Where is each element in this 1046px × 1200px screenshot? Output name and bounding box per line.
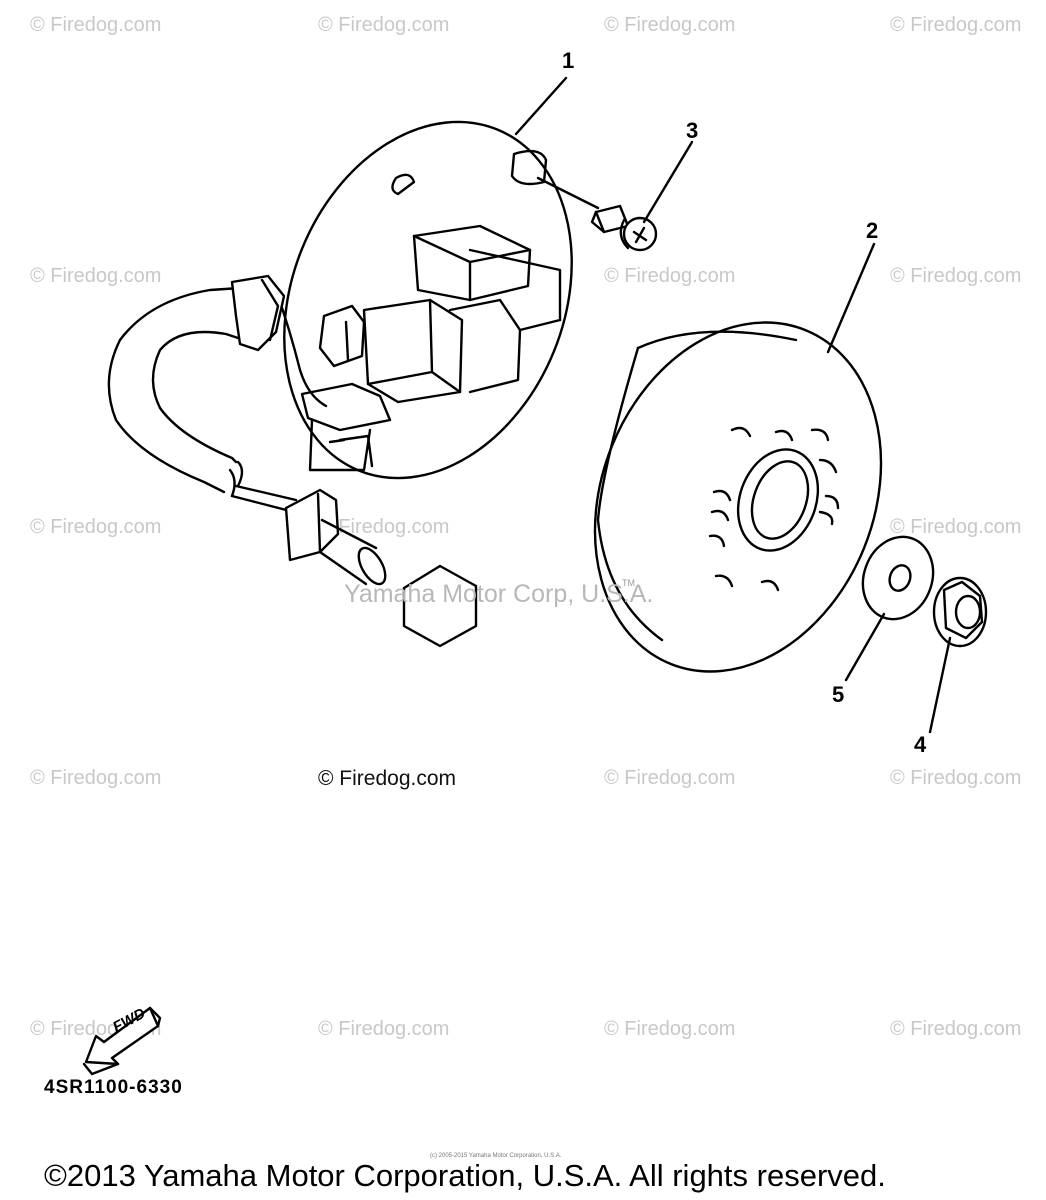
callout-2: 2 [866, 218, 879, 243]
watermark: © Firedog.com [30, 14, 162, 36]
leader-1 [514, 76, 568, 136]
leader-3 [642, 140, 694, 224]
part-code: 4SR1100-6330 [44, 1077, 183, 1098]
copyright-notice: ©2013 Yamaha Motor Corporation, U.S.A. A… [44, 1158, 886, 1193]
leader-5 [844, 612, 886, 682]
leader-2 [826, 242, 876, 354]
watermark: © Firedog.com [890, 14, 1022, 36]
wire-harness [107, 274, 478, 648]
watermark: © Firedog.com [604, 14, 736, 36]
small-copyright: (c) 2005-2015 Yamaha Motor Corporation, … [430, 1153, 562, 1159]
watermark: © Firedog.com [318, 14, 450, 36]
watermark: © Firedog.com [30, 767, 162, 789]
flywheel-rotor [593, 321, 883, 673]
watermark: © Firedog.com [890, 516, 1022, 538]
watermark: © Firedog.com [30, 265, 162, 287]
washer [861, 535, 935, 621]
tm-mark: TM [622, 578, 635, 588]
flange-nut [932, 576, 988, 648]
watermark: © Firedog.com [604, 1018, 736, 1040]
watermark: © Firedog.com [890, 1018, 1022, 1040]
stator-assembly [274, 120, 573, 480]
watermark: © Firedog.com [890, 265, 1022, 287]
fwd-arrow [84, 1006, 160, 1066]
callout-1: 1 [562, 48, 575, 73]
leader-4 [928, 636, 952, 734]
firedog-label: © Firedog.com [318, 767, 457, 790]
watermark: © Firedog.com [604, 767, 736, 789]
watermark: © Firedog.com [30, 516, 162, 538]
screw [590, 204, 658, 252]
screw-arrow [536, 176, 600, 210]
watermark: © Firedog.com [318, 516, 450, 538]
callout-4: 4 [914, 732, 927, 757]
watermark: © Firedog.com [318, 1018, 450, 1040]
callout-5: 5 [832, 682, 845, 707]
center-watermark: Yamaha Motor Corp, U.S.A. [344, 580, 654, 608]
watermark: © Firedog.com [890, 767, 1022, 789]
callout-3: 3 [686, 118, 699, 143]
watermark: © Firedog.com [604, 265, 736, 287]
